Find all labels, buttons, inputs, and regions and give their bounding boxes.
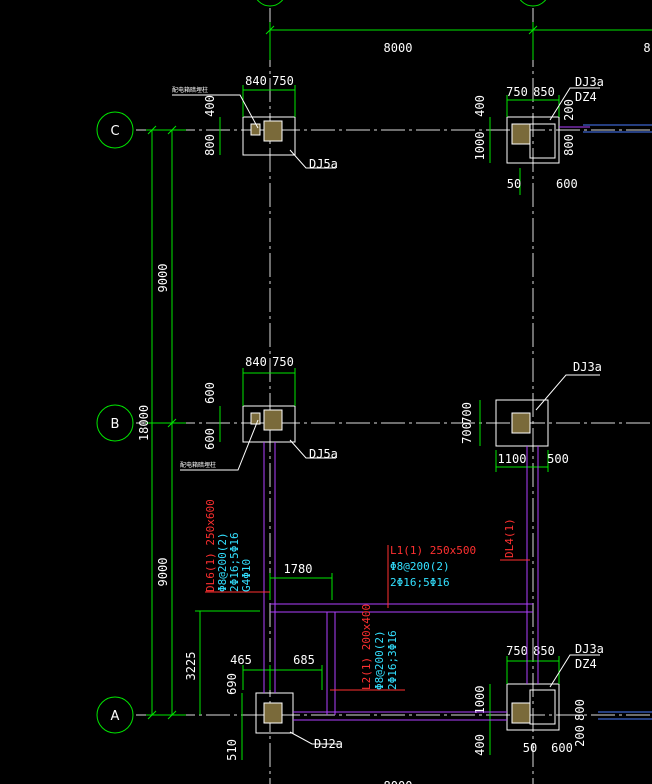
- svg-text:Φ8@200(2): Φ8@200(2): [216, 532, 229, 592]
- dim-span-ab: 9000: [156, 558, 170, 587]
- svg-text:1100: 1100: [498, 452, 527, 466]
- beam-label-l1: L1(1) 250x500 Φ8@200(2) 2Φ16;5Φ16: [387, 544, 476, 608]
- svg-text:200: 200: [562, 99, 576, 121]
- svg-text:2Φ16;3Φ16: 2Φ16;3Φ16: [386, 630, 399, 690]
- axis-bubble-c: C: [96, 111, 134, 149]
- beam-label-l2: L2(1) 200x400 Φ8@200(2) 2Φ16;3Φ16: [330, 604, 405, 691]
- svg-text:510: 510: [225, 739, 239, 761]
- footing-c1: 840 750 400 800 配电箱暗埋柱 DJ5a: [172, 74, 338, 171]
- svg-text:200: 200: [573, 725, 587, 747]
- svg-text:400: 400: [473, 734, 487, 756]
- footing-b2: 700 700 1100 500 DJ3a: [460, 360, 602, 472]
- svg-text:1000: 1000: [473, 686, 487, 715]
- svg-text:Φ8@200(2): Φ8@200(2): [373, 630, 386, 690]
- svg-text:465: 465: [230, 653, 252, 667]
- svg-text:700: 700: [460, 402, 474, 424]
- footing-b1: 840 750 600 600 配电箱暗埋柱 DJ5a: [180, 355, 338, 471]
- column-hatch: [263, 120, 283, 142]
- svg-text:DL6(1) 250x600: DL6(1) 250x600: [204, 499, 217, 592]
- svg-text:3225: 3225: [184, 652, 198, 681]
- svg-text:600: 600: [203, 428, 217, 450]
- svg-text:500: 500: [547, 452, 569, 466]
- dim-bottom-span: 8000: [384, 779, 413, 784]
- axis-bubble-a: A: [96, 696, 134, 734]
- svg-text:G4Φ10: G4Φ10: [240, 559, 253, 592]
- label-dj5a-c: DJ5a: [309, 157, 338, 171]
- beam-label-dl4: DL4(1): [500, 518, 530, 561]
- svg-text:配电箱暗埋柱: 配电箱暗埋柱: [172, 86, 208, 94]
- pit-hatch: [250, 123, 261, 136]
- dim-top-span: 8000: [384, 41, 413, 55]
- svg-text:DL4(1): DL4(1): [503, 518, 516, 558]
- svg-text:750: 750: [272, 355, 294, 369]
- axis-bubble-1: [256, 0, 284, 7]
- svg-text:600: 600: [556, 177, 578, 191]
- footing-c2: 750 850 400 1000 200 800 50 600 DJ3a DZ4: [473, 75, 652, 195]
- svg-text:L2(1) 200x400: L2(1) 200x400: [360, 604, 373, 690]
- svg-text:1000: 1000: [473, 132, 487, 161]
- svg-text:800: 800: [203, 134, 217, 156]
- top-dimension: 8000 8: [265, 22, 652, 60]
- beams: [263, 126, 590, 721]
- svg-text:800: 800: [573, 699, 587, 721]
- dim-span-bc: 9000: [156, 264, 170, 293]
- svg-text:690: 690: [225, 673, 239, 695]
- axis-label-a: A: [111, 709, 120, 724]
- svg-text:840: 840: [245, 355, 267, 369]
- label-dj3a-c: DJ3a: [575, 75, 604, 89]
- svg-text:750: 750: [272, 74, 294, 88]
- svg-text:配电箱暗埋柱: 配电箱暗埋柱: [180, 461, 216, 469]
- svg-text:685: 685: [293, 653, 315, 667]
- svg-text:1780: 1780: [284, 562, 313, 576]
- label-dz4-a: DZ4: [575, 657, 597, 671]
- svg-text:50: 50: [507, 177, 521, 191]
- svg-text:750: 750: [506, 644, 528, 658]
- svg-text:700: 700: [460, 422, 474, 444]
- label-dj3a-b: DJ3a: [573, 360, 602, 374]
- dim-1780-group: 1780: [269, 562, 333, 600]
- svg-text:750: 750: [506, 85, 528, 99]
- svg-text:850: 850: [533, 85, 555, 99]
- svg-text:800: 800: [562, 134, 576, 156]
- svg-text:2Φ16;5Φ16: 2Φ16;5Φ16: [228, 532, 241, 592]
- left-dimensions: 18000 9000 9000: [137, 125, 186, 720]
- dim-total-vertical: 18000: [137, 405, 151, 441]
- svg-text:50: 50: [523, 741, 537, 755]
- grid-axes: [136, 8, 652, 784]
- svg-text:L1(1) 250x500: L1(1) 250x500: [390, 544, 476, 557]
- axis-bubble-2: [519, 0, 547, 7]
- svg-text:400: 400: [203, 95, 217, 117]
- dim-top-span-right: 8: [643, 41, 650, 55]
- label-dj5a-b: DJ5a: [309, 447, 338, 461]
- svg-text:2Φ16;5Φ16: 2Φ16;5Φ16: [390, 576, 450, 589]
- axis-label-b: B: [111, 417, 120, 432]
- svg-text:850: 850: [533, 644, 555, 658]
- label-dz4-c: DZ4: [575, 90, 597, 104]
- footing-a2: 750 850 1000 400 800 200 50 600 DJ3a DZ4: [473, 642, 652, 756]
- label-dj3a-a: DJ3a: [575, 642, 604, 656]
- label-dj2a-a: DJ2a: [314, 737, 343, 751]
- svg-text:600: 600: [551, 741, 573, 755]
- svg-text:600: 600: [203, 382, 217, 404]
- footing-a1: 465 685 690 510 3225 DJ2a: [184, 610, 343, 761]
- svg-text:400: 400: [473, 95, 487, 117]
- beam-label-dl6: DL6(1) 250x600 Φ8@200(2) 2Φ16;5Φ16 G4Φ10: [204, 499, 270, 593]
- axis-bubble-b: B: [96, 404, 134, 442]
- svg-text:Φ8@200(2): Φ8@200(2): [390, 560, 450, 573]
- axis-label-c: C: [110, 124, 119, 139]
- svg-text:840: 840: [245, 74, 267, 88]
